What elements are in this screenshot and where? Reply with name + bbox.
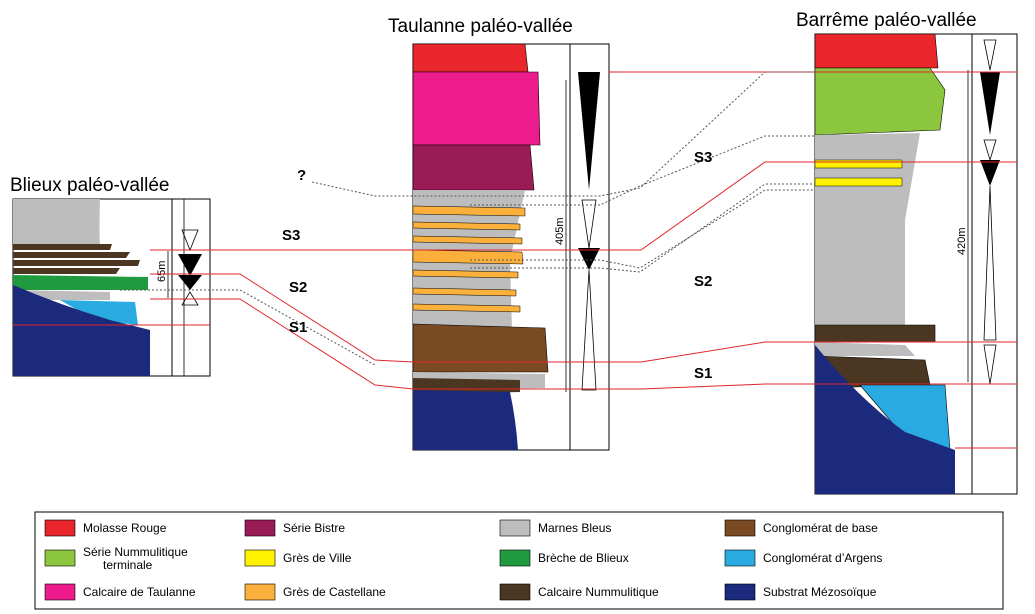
s3-surface-line xyxy=(150,161,1017,251)
correlation-lines xyxy=(13,71,1017,449)
s1-label-left: S1 xyxy=(289,319,307,336)
s1-label-right: S1 xyxy=(694,365,712,382)
legend-label: Calcaire de Taulanne xyxy=(83,585,196,599)
s3-label-right: S3 xyxy=(694,149,712,166)
legend-label: Brèche de Blieux xyxy=(538,551,629,565)
barreme-title: Barrême paléo-vallée xyxy=(796,10,977,31)
dashed-top-line xyxy=(311,71,815,197)
barreme-thickness-label: 420m xyxy=(956,227,968,255)
legend-swatch xyxy=(499,549,531,567)
legend-label: Série Bistre xyxy=(283,521,345,535)
legend-swatch xyxy=(724,549,756,567)
unknown-sequence-label: ? xyxy=(297,167,306,184)
legend-label: Conglomérat d’Argens xyxy=(763,551,882,565)
blieux-column: 65m xyxy=(12,198,211,377)
taulanne-thickness-label: 405m xyxy=(554,217,566,245)
taulanne-column: 405m xyxy=(412,43,610,451)
legend-swatch xyxy=(244,583,276,601)
legend-swatch xyxy=(44,549,76,567)
s2-label-left: S2 xyxy=(289,279,307,296)
barreme-column: 420m xyxy=(814,33,1018,495)
legend-label: Grès de Ville xyxy=(283,551,352,565)
legend-swatch xyxy=(499,519,531,537)
s3-label-left: S3 xyxy=(282,227,300,244)
legend-label: Grès de Castellane xyxy=(283,585,386,599)
blieux-title: Blieux paléo-vallée xyxy=(10,175,170,196)
legend-swatch xyxy=(724,519,756,537)
s2-surface-line xyxy=(150,273,1017,363)
s2-label-right: S2 xyxy=(694,273,712,290)
legend-swatch xyxy=(244,549,276,567)
legend-swatch xyxy=(499,583,531,601)
legend-swatch xyxy=(724,583,756,601)
legend-swatch xyxy=(44,583,76,601)
legend-swatch xyxy=(244,519,276,537)
s1-surface-line xyxy=(150,298,1017,390)
blieux-thickness-label: 65m xyxy=(156,261,168,282)
legend-swatch xyxy=(44,519,76,537)
taulanne-title: Taulanne paléo-vallée xyxy=(388,16,573,37)
legend-label: Calcaire Nummulitique xyxy=(538,585,659,599)
legend-label: Conglomérat de base xyxy=(763,521,878,535)
legend-label: Marnes Bleus xyxy=(538,521,611,535)
legend-label: Molasse Rouge xyxy=(83,521,167,535)
legend-label: Substrat Mézosoïque xyxy=(763,585,877,599)
